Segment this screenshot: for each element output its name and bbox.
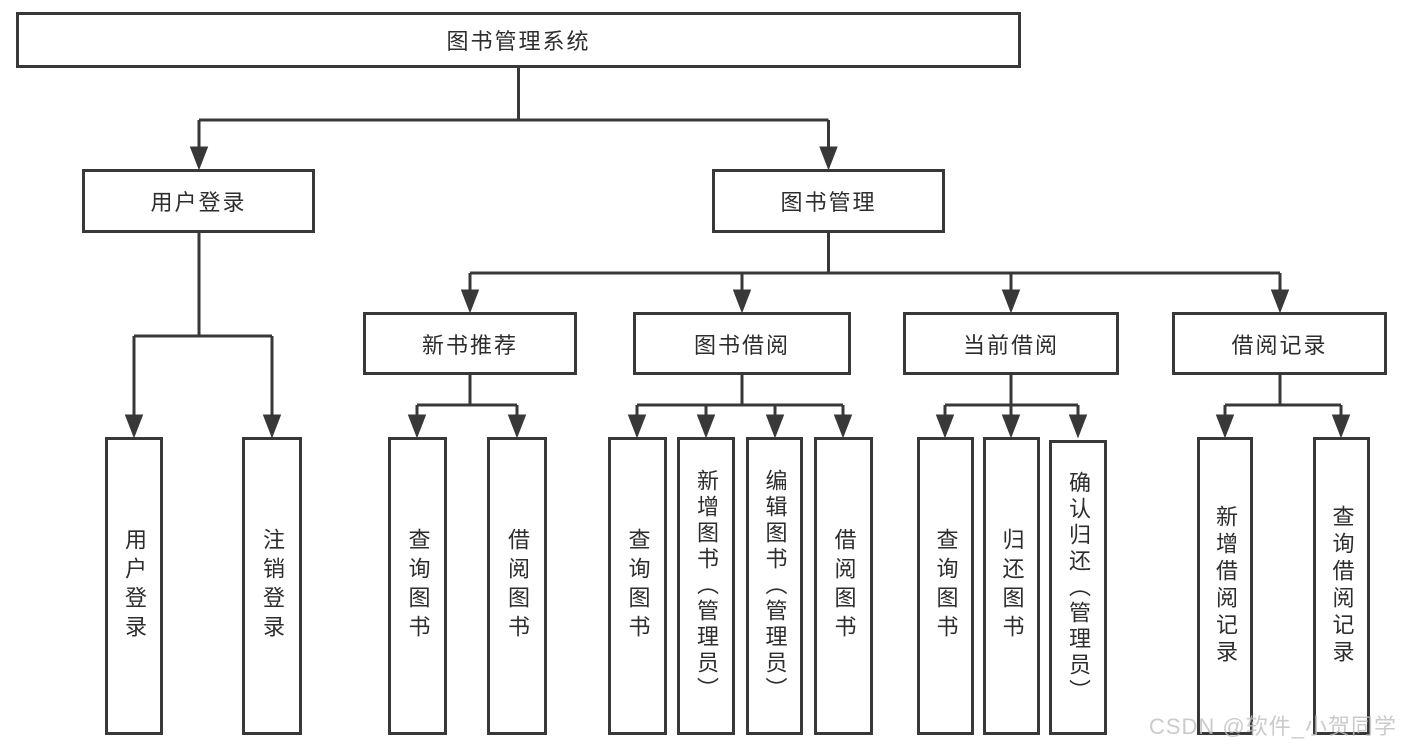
leaf-newbook-borrow-label: 借阅图书 <box>505 528 530 644</box>
leaf-user-login: 用户登录 <box>105 437 163 735</box>
leaf-record-add: 新增借阅记录 <box>1197 437 1253 735</box>
node-borrow-records-label: 借阅记录 <box>1231 332 1328 358</box>
leaf-borrow-query-label: 查询图书 <box>625 528 651 644</box>
node-book-borrow-label: 图书借阅 <box>693 332 790 358</box>
connector-bookborrow-to-children <box>627 375 853 439</box>
node-book-management: 图书管理 <box>712 169 945 233</box>
leaf-borrow-edit-book: 编辑图书（管理员） <box>746 437 803 735</box>
node-new-book-recommend-label: 新书推荐 <box>421 332 518 358</box>
leaf-newbook-borrow: 借阅图书 <box>487 437 547 735</box>
leaf-borrow-add-book: 新增图书（管理员） <box>677 437 735 735</box>
node-root: 图书管理系统 <box>16 12 1021 68</box>
connector-newbooks-to-children <box>407 375 527 439</box>
leaf-borrow-add-book-label: 新增图书（管理员） <box>694 469 719 703</box>
node-book-borrow: 图书借阅 <box>633 312 851 375</box>
leaf-current-confirm-return: 确认归还（管理员） <box>1049 440 1107 735</box>
node-new-book-recommend: 新书推荐 <box>363 312 577 375</box>
connector-root-to-level2 <box>189 68 838 171</box>
leaf-borrow-query: 查询图书 <box>608 437 667 735</box>
leaf-newbook-query-label: 查询图书 <box>405 528 431 644</box>
leaf-current-return: 归还图书 <box>983 437 1040 735</box>
leaf-current-query: 查询图书 <box>917 437 974 735</box>
node-borrow-records: 借阅记录 <box>1172 312 1387 375</box>
leaf-record-add-label: 新增借阅记录 <box>1213 505 1238 667</box>
leaf-logout: 注销登录 <box>242 437 302 735</box>
leaf-current-return-label: 归还图书 <box>999 528 1025 644</box>
node-current-borrow: 当前借阅 <box>903 312 1119 375</box>
connector-bookmgmt-to-level3 <box>460 233 1290 314</box>
node-user-login-label: 用户登录 <box>150 190 247 215</box>
leaf-borrow-borrow-book-label: 借阅图书 <box>831 528 857 644</box>
connector-borrowrecords-to-children <box>1215 375 1351 439</box>
connector-userlogin-to-children <box>124 233 282 439</box>
leaf-current-query-label: 查询图书 <box>933 528 959 644</box>
leaf-current-confirm-return-label: 确认归还（管理员） <box>1066 470 1091 705</box>
leaf-newbook-query: 查询图书 <box>388 437 447 735</box>
leaf-borrow-borrow-book: 借阅图书 <box>814 437 873 735</box>
leaf-borrow-edit-book-label: 编辑图书（管理员） <box>762 469 788 703</box>
watermark-text: CSDN @软件_小贺同学 <box>1148 714 1397 739</box>
node-book-management-label: 图书管理 <box>780 190 877 215</box>
connector-currentborrow-to-children <box>935 375 1088 439</box>
leaf-record-query: 查询借阅记录 <box>1313 437 1370 735</box>
leaf-user-login-label: 用户登录 <box>122 528 147 644</box>
node-root-label: 图书管理系统 <box>446 29 591 54</box>
leaf-logout-label: 注销登录 <box>260 528 285 644</box>
node-user-login: 用户登录 <box>82 169 315 233</box>
node-current-borrow-label: 当前借阅 <box>962 332 1059 358</box>
leaf-record-query-label: 查询借阅记录 <box>1329 505 1355 667</box>
